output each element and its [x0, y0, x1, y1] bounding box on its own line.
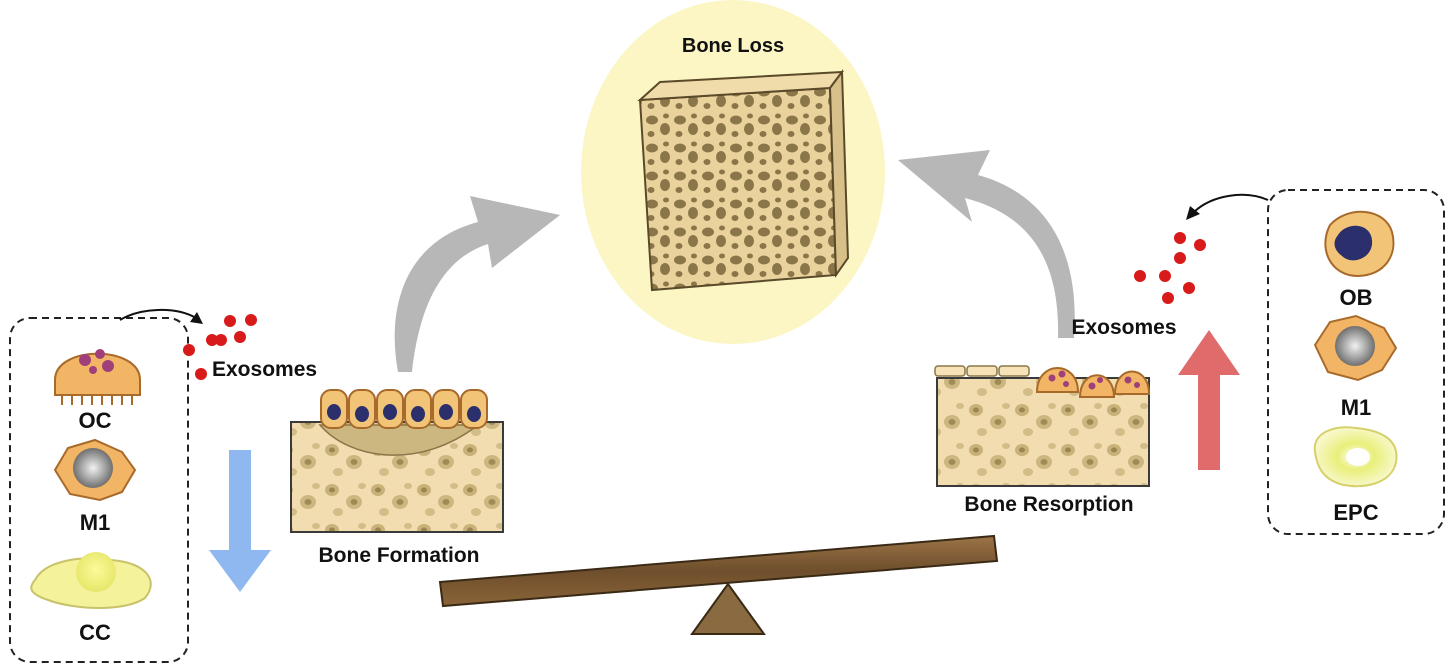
exosome-icon: [1134, 232, 1206, 304]
right-cell-label-ob: OB: [1340, 285, 1373, 310]
resorption-to-loss-arrow: [898, 150, 1075, 338]
increase-arrow: [1178, 330, 1240, 470]
right-cell-label-m1: M1: [1341, 395, 1372, 420]
bone-formation-icon: [290, 389, 504, 533]
right-cell-panel: [1267, 189, 1445, 535]
left-exosomes-label: Exosomes: [212, 358, 317, 381]
macrophage-icon: [53, 438, 137, 502]
formation-to-loss-arrow: [394, 196, 560, 372]
bone-formation-label: Bone Formation: [319, 544, 480, 567]
bone-resorption-label: Bone Resorption: [964, 493, 1133, 516]
exosome-icon: [183, 314, 257, 380]
left-secretion-arrow: [119, 309, 197, 321]
left-cell-label-m1: M1: [80, 510, 111, 535]
endothelial-progenitor-icon: [1313, 426, 1398, 488]
osteoclast-icon: [54, 349, 141, 405]
decrease-arrow: [209, 450, 271, 592]
right-secretion-arrow: [1193, 193, 1269, 213]
osteoblast-icon: [1324, 210, 1395, 278]
bone-resorption-icon: [934, 365, 1151, 487]
right-cell-label-epc: EPC: [1333, 500, 1378, 525]
seesaw-icon: [438, 534, 999, 635]
trabecular-bone-icon: [637, 69, 850, 292]
left-cell-label-oc: OC: [79, 408, 112, 433]
bone-loss-title: Bone Loss: [682, 35, 784, 57]
macrophage-icon: [1313, 314, 1398, 382]
chondrocyte-icon: [30, 552, 152, 609]
right-exosomes-label: Exosomes: [1071, 316, 1176, 339]
left-cell-label-cc: CC: [79, 620, 111, 645]
